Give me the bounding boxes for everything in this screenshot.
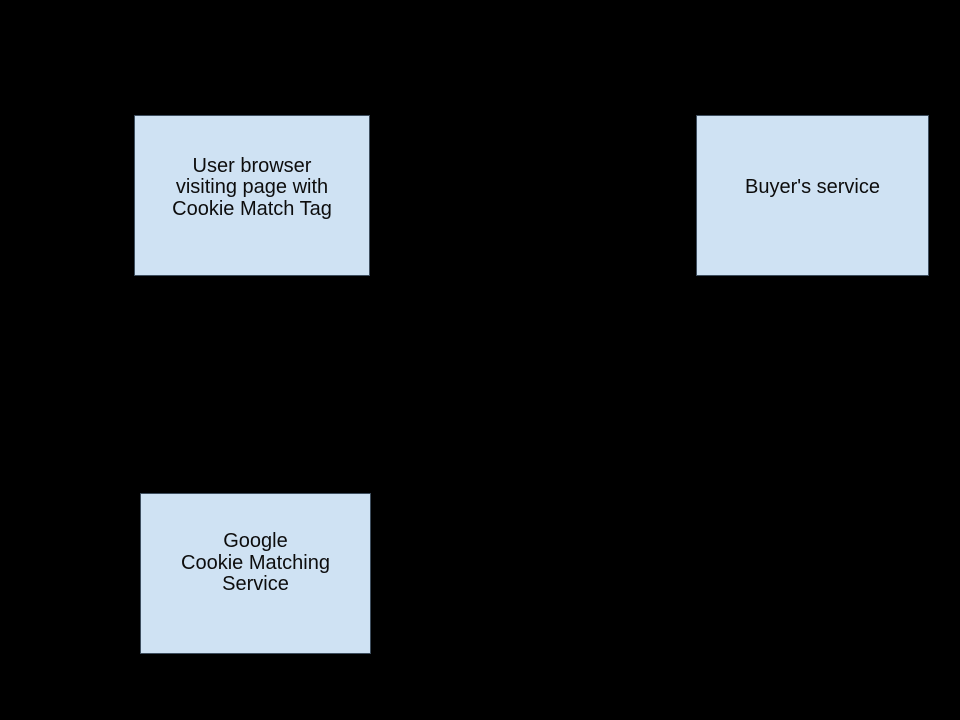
- node-user-browser: User browser visiting page with Cookie M…: [134, 115, 370, 276]
- node-user-browser-label-line: Cookie Match Tag: [172, 197, 332, 220]
- node-buyers-service: Buyer's service: [696, 115, 929, 276]
- node-google-cookie-matching-service: Google Cookie Matching Service: [140, 493, 371, 654]
- node-buyers-service-label-line: Buyer's service: [745, 176, 880, 199]
- node-user-browser-label-line: User browser: [192, 154, 312, 177]
- node-user-browser-label-line: visiting page with: [175, 176, 329, 199]
- node-google-cms-label-line: Google: [223, 530, 288, 553]
- node-google-cms-label-line: Cookie Matching: [181, 551, 330, 574]
- node-google-cms-label-line: Service: [222, 573, 289, 596]
